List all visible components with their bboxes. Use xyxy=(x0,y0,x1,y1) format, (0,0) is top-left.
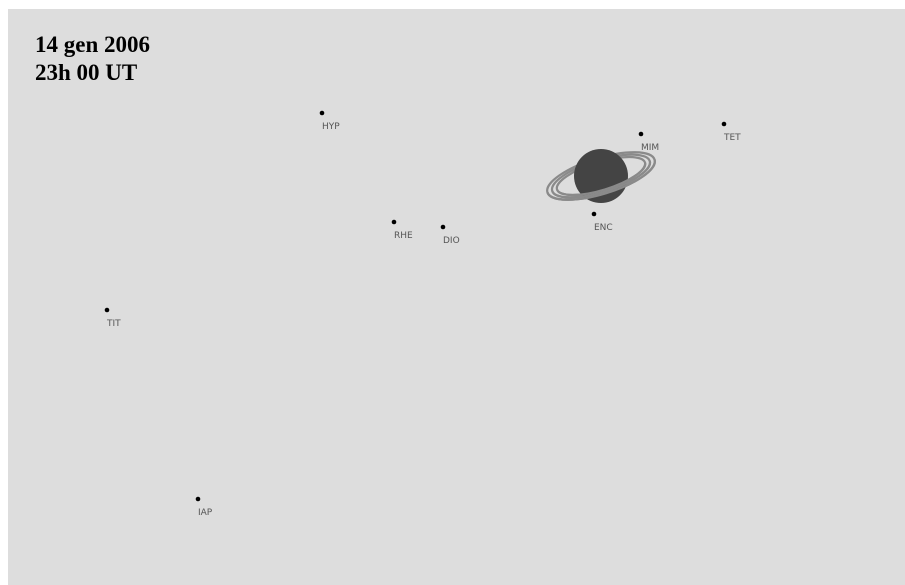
moon-hyp: HYP xyxy=(319,110,340,132)
moon-iap: IAP xyxy=(195,496,213,518)
moon-rhe: RHE xyxy=(391,219,413,241)
moon-dot-mim xyxy=(638,131,644,137)
moon-dot-enc xyxy=(591,211,597,217)
moon-label-tit: TIT xyxy=(106,319,121,329)
moon-label-enc: ENC xyxy=(594,223,613,233)
moon-enc: ENC xyxy=(591,211,613,233)
moon-label-iap: IAP xyxy=(198,508,213,518)
sky-background xyxy=(8,9,905,585)
moon-dot-rhe xyxy=(391,219,397,225)
moon-dot-dio xyxy=(440,224,446,230)
moon-mim: MIM xyxy=(638,131,659,153)
moon-tit: TIT xyxy=(104,307,121,329)
date-label: 14 gen 2006 xyxy=(35,32,150,57)
moon-dot-tit xyxy=(104,307,110,313)
moon-dot-tet xyxy=(721,121,727,127)
moon-label-mim: MIM xyxy=(641,143,659,153)
moon-label-dio: DIO xyxy=(443,236,460,246)
moon-label-tet: TET xyxy=(723,133,741,143)
moon-label-rhe: RHE xyxy=(394,231,413,241)
saturn-icon xyxy=(546,149,656,203)
moon-dio: DIO xyxy=(440,224,460,246)
moon-tet: TET xyxy=(721,121,741,143)
moon-dot-iap xyxy=(195,496,201,502)
moon-label-hyp: HYP xyxy=(322,122,340,132)
moon-dot-hyp xyxy=(319,110,325,116)
time-label: 23h 00 UT xyxy=(35,60,138,85)
